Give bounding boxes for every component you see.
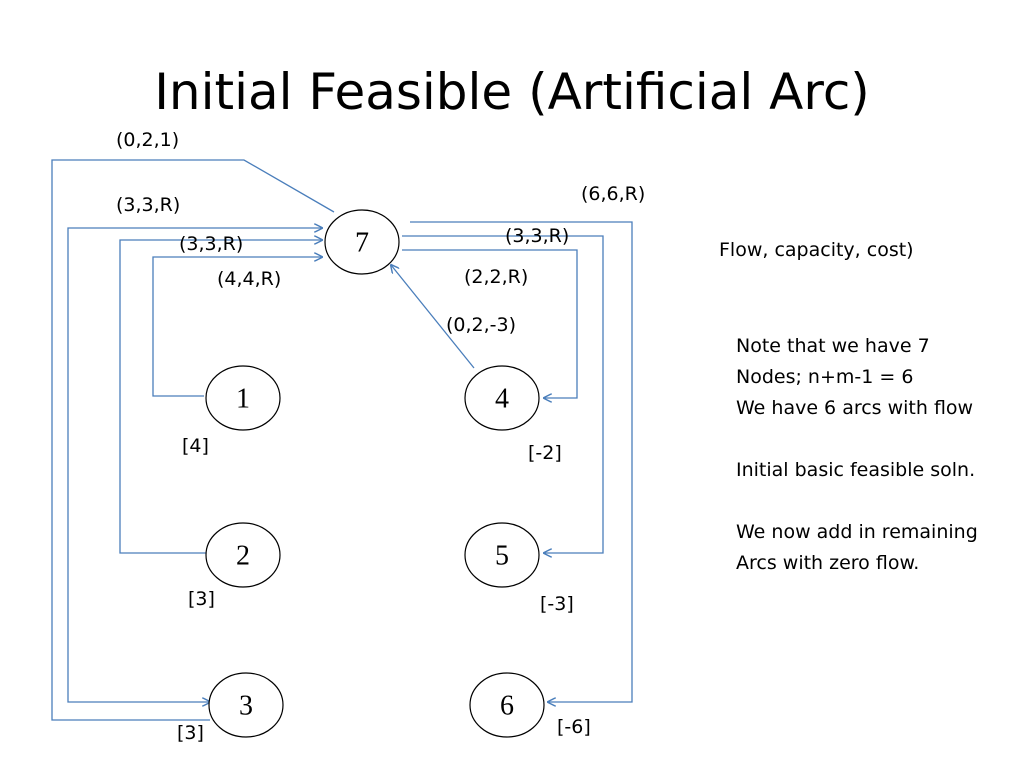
node-1-supply: [4] <box>182 435 209 457</box>
notes-block: Note that we have 7 Nodes; n+m-1 = 6 We … <box>736 331 978 579</box>
node-4-circle <box>464 365 540 431</box>
node-6-supply: [-6] <box>557 716 591 738</box>
arc-label-7-4: (2,2,R) <box>464 266 529 288</box>
node-3-supply: [3] <box>177 722 204 744</box>
slide-title: Initial Feasible (Artificial Arc) <box>154 63 870 121</box>
note-line: We have 6 arcs with flow <box>736 397 974 419</box>
arc-7-to-5 <box>402 235 604 553</box>
arc-3-to-7-outer <box>51 159 335 721</box>
note-line: Note that we have 7 <box>736 335 930 357</box>
legend-text: Flow, capacity, cost) <box>719 239 914 261</box>
arc-label-1-7: (4,4,R) <box>217 268 282 290</box>
arc-7-to-3 <box>67 228 322 702</box>
note-line: Nodes; n+m-1 = 6 <box>736 366 914 388</box>
node-5-supply: [-3] <box>540 593 574 615</box>
arc-label-3-7-outer: (0,2,1) <box>116 129 180 151</box>
note-line <box>736 486 978 517</box>
note-line: Arcs with zero flow. <box>736 552 920 574</box>
node-6-label: 6 <box>500 691 514 722</box>
arc-4-to-7 <box>391 265 475 369</box>
node-3-circle <box>208 672 284 738</box>
node-1-circle <box>205 365 281 431</box>
arc-1-to-7 <box>152 257 322 397</box>
note-line <box>736 424 978 455</box>
arc-label-2-7: (3,3,R) <box>179 233 244 255</box>
node-5-circle <box>464 522 540 588</box>
arc-2-to-7 <box>119 240 322 554</box>
node-7-label: 7 <box>355 228 369 259</box>
node-4-label: 4 <box>495 384 509 415</box>
node-4-supply: [-2] <box>528 442 562 464</box>
note-line: We now add in remaining <box>736 521 978 543</box>
arc-label-7-5: (3,3,R) <box>505 225 570 247</box>
arc-7-to-6 <box>410 221 633 702</box>
arc-label-7-3: (3,3,R) <box>116 194 181 216</box>
arc-7-to-4 <box>402 249 578 398</box>
arc-label-4-7: (0,2,-3) <box>446 314 517 336</box>
node-6-circle <box>469 672 545 738</box>
arc-label-7-6: (6,6,R) <box>581 183 646 205</box>
node-5-label: 5 <box>495 541 509 572</box>
node-3-label: 3 <box>239 691 253 722</box>
note-line: Initial basic feasible soln. <box>736 459 976 481</box>
node-7-circle <box>324 209 400 275</box>
node-1-label: 1 <box>236 384 250 415</box>
node-2-supply: [3] <box>188 588 215 610</box>
node-2-label: 2 <box>236 541 250 572</box>
node-2-circle <box>205 522 281 588</box>
